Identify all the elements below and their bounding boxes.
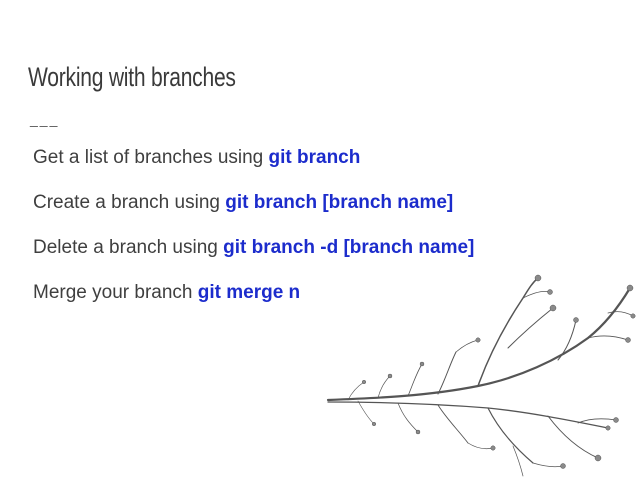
tree-branch-illustration	[318, 268, 638, 478]
slide-title: Working with branches	[28, 62, 236, 92]
bullet-item: Create a branch using git branch [branch…	[33, 191, 474, 236]
bullet-item: Get a list of branches using git branch	[33, 146, 474, 191]
bullet-text: Delete a branch using	[33, 237, 224, 258]
title-divider: ___	[30, 111, 60, 127]
command-text: git branch	[268, 147, 361, 168]
bullet-item: Merge your branch git merge n	[33, 281, 474, 326]
bullet-text: Merge your branch	[33, 282, 198, 303]
command-text: git merge n	[197, 282, 301, 303]
command-text: git branch -d [branch name]	[223, 237, 475, 258]
command-text: git branch [branch name]	[225, 192, 454, 213]
bullet-list: Get a list of branches using git branch …	[33, 146, 474, 326]
bullet-text: Get a list of branches using	[33, 147, 269, 168]
bullet-text: Create a branch using	[33, 192, 226, 213]
bullet-item: Delete a branch using git branch -d [bra…	[33, 236, 474, 281]
